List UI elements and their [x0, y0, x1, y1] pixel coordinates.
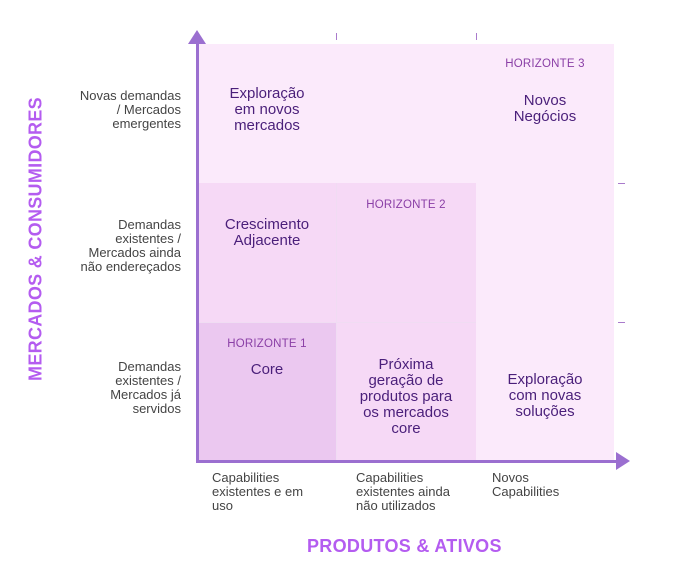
row-label-new-demands: Novas demandas / Mercados emergentes — [79, 88, 181, 131]
x-axis-title: PRODUTOS & ATIVOS — [307, 536, 502, 556]
horizon-3-region-right — [476, 183, 614, 461]
col-label-existing-unused: Capabilities existentes ainda não utiliz… — [356, 470, 450, 513]
y-axis-arrow-icon — [188, 30, 206, 44]
horizon-1-label: HORIZONTE 1 — [227, 338, 307, 350]
cell-bottom-left-text: Core — [250, 361, 284, 378]
row-label-existing-unaddressed: Demandas existentes / Mercados ainda não… — [80, 217, 181, 274]
top-tick — [336, 33, 337, 40]
col-label-new-capabilities: Novos Capabilities — [492, 470, 560, 499]
horizon-1-region — [198, 322, 336, 461]
cell-top-left-text: Exploração em novos mercados — [229, 85, 305, 134]
cell-top-right-text: Novos Negócios — [513, 92, 577, 125]
grid-divider-h1 — [198, 322, 476, 323]
cell-bottom-right-text: Exploração com novas soluções — [507, 371, 583, 420]
horizon-2-region-mid — [198, 183, 476, 322]
y-axis-title: MERCADOS & CONSUMIDORES — [25, 97, 46, 381]
cell-bottom-mid-text: Próxima geração de produtos para os merc… — [359, 356, 453, 437]
x-axis-arrow-icon — [616, 452, 630, 470]
x-axis-line — [196, 460, 618, 463]
right-tick — [618, 322, 625, 323]
horizon-3-label: HORIZONTE 3 — [505, 58, 585, 70]
horizon-2-label: HORIZONTE 2 — [366, 199, 446, 211]
col-label-existing-in-use: Capabilities existentes e em uso — [212, 470, 304, 513]
right-tick — [618, 183, 625, 184]
y-axis-line — [196, 40, 199, 463]
horizon-2-region-bottom — [336, 322, 476, 461]
cell-mid-left-text: Crescimento Adjacente — [224, 216, 310, 249]
top-tick — [476, 33, 477, 40]
horizon-3-region-top — [198, 44, 614, 183]
row-label-existing-served: Demandas existentes / Mercados já servid… — [110, 359, 181, 416]
